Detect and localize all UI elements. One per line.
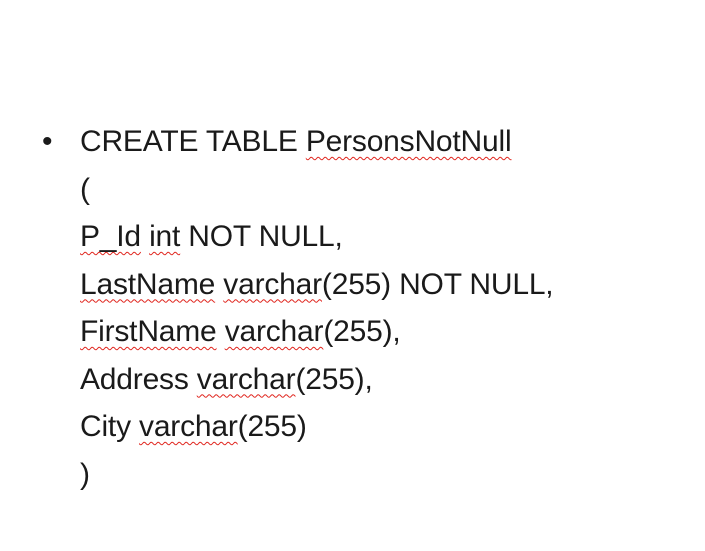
code-line: City varchar(255) <box>80 403 553 451</box>
spellcheck-flagged-word: varchar <box>196 362 296 396</box>
code-text: City <box>80 410 140 443</box>
spellcheck-flagged-word: int <box>149 220 181 253</box>
code-text: CREATE TABLE <box>80 125 306 158</box>
code-text <box>217 315 225 348</box>
code-line: P_Id int NOT NULL, <box>80 213 553 261</box>
sql-code-block: CREATE TABLE PersonsNotNull ( P_Id int NOT… <box>80 118 554 499</box>
code-text <box>141 220 149 253</box>
code-line: Address varchar(255), <box>80 356 553 404</box>
code-line: CREATE TABLE PersonsNotNull <box>80 118 553 166</box>
code-text: (255) <box>237 410 307 443</box>
code-line: ( <box>80 166 553 214</box>
code-text: (255), <box>295 362 373 396</box>
spellcheck-flagged-word: FirstName <box>80 315 217 348</box>
code-text: (255), <box>323 315 401 348</box>
bullet-marker: • <box>42 125 53 158</box>
spellcheck-flagged-word: varchar <box>223 267 322 301</box>
spellcheck-flagged-word: LastName <box>80 267 216 301</box>
spellcheck-flagged-word: varchar <box>224 315 324 348</box>
spellcheck-flagged-word: P_Id <box>80 220 141 253</box>
code-line: FirstName varchar(255), <box>80 308 553 356</box>
code-text: (255) NOT NULL, <box>321 267 554 301</box>
code-text: NOT NULL, <box>180 220 343 253</box>
spellcheck-flagged-word: PersonsNotNull <box>305 125 512 158</box>
code-text: Address <box>80 362 197 396</box>
code-line: LastName varchar(255) NOT NULL, <box>80 261 554 309</box>
code-line: ) <box>80 451 553 499</box>
spellcheck-flagged-word: varchar <box>139 410 238 443</box>
code-text: ) <box>80 457 90 491</box>
code-text: ( <box>80 172 90 206</box>
